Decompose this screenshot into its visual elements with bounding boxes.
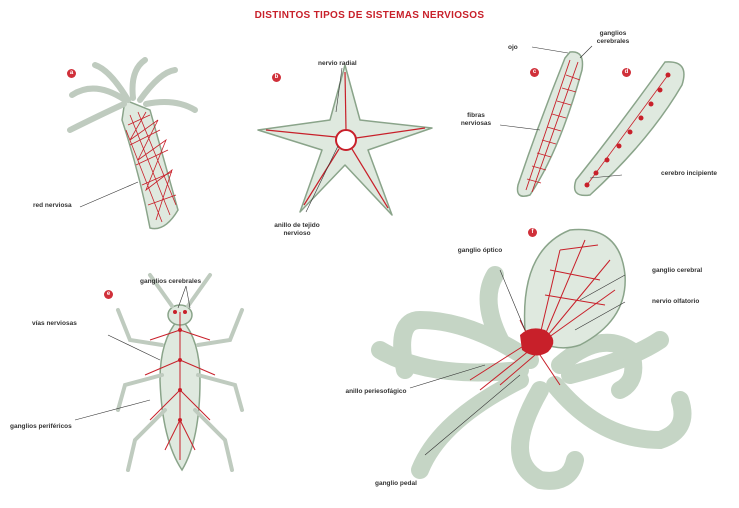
badge-c: c (530, 68, 539, 77)
label-ganglios-perifericos: ganglios periféricos (10, 423, 72, 431)
label-anillo-tejido: anillo de tejido nervioso (268, 222, 326, 238)
badge-f: f (528, 228, 537, 237)
label-vias-nerviosas: vías nerviosas (32, 320, 77, 328)
badge-e: e (104, 290, 113, 299)
flatworm-c-illustration (518, 52, 583, 196)
insect-illustration (118, 275, 242, 470)
label-ganglio-optico: ganglio óptico (456, 247, 504, 255)
label-ganglio-cerebral: ganglio cerebral (652, 267, 702, 275)
label-nervio-olfatorio: nervio olfatorio (652, 298, 699, 306)
badge-b: b (272, 73, 281, 82)
label-ganglio-pedal: ganglio pedal (375, 480, 417, 488)
label-ganglios-cerebrales-insect: ganglios cerebrales (140, 278, 201, 286)
starfish-illustration (258, 65, 432, 215)
label-ganglios-cerebrales-top: ganglios cerebrales (590, 30, 636, 46)
label-red-nerviosa: red nerviosa (33, 202, 72, 210)
label-nervio-radial: nervio radial (318, 60, 357, 68)
badge-a: a (67, 69, 76, 78)
badge-d: d (622, 68, 631, 77)
octopus-illustration (380, 230, 683, 481)
label-cerebro-incipiente: cerebro incipiente (661, 170, 717, 178)
label-fibras-nerviosas: fibras nerviosas (453, 112, 499, 128)
label-ojo: ojo (508, 44, 518, 52)
label-anillo-periesofagico: anillo periesofágico (345, 388, 407, 396)
